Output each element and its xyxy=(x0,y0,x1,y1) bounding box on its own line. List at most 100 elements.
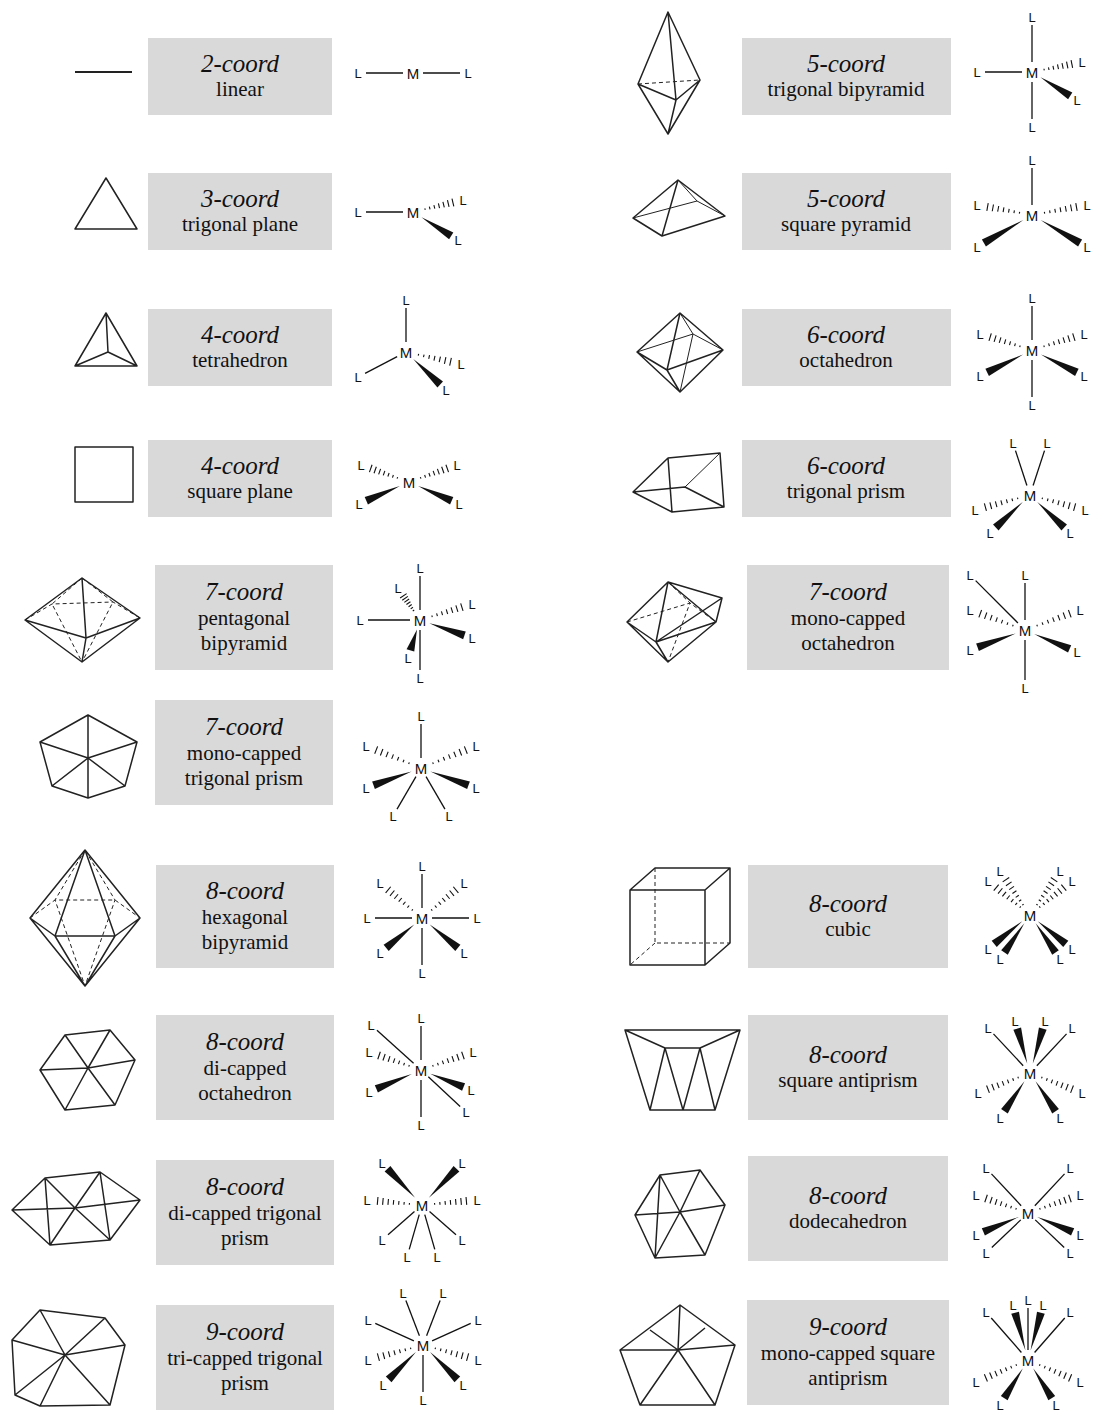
ligand-label: L xyxy=(367,1019,374,1032)
bond xyxy=(388,1212,414,1235)
metal-label: M xyxy=(416,911,429,926)
metal-label: M xyxy=(416,1198,429,1213)
wedge-bond xyxy=(982,220,1023,246)
wedge-bond xyxy=(418,486,453,504)
polyhedron xyxy=(637,313,723,392)
ligand-label: L xyxy=(1080,370,1087,383)
wedge-bond xyxy=(1013,1028,1027,1064)
bond xyxy=(432,917,469,918)
ligand-label: L xyxy=(971,504,978,517)
wedge-bond xyxy=(421,217,453,239)
hashed-bond xyxy=(984,1364,1016,1381)
ligand-label: L xyxy=(973,241,980,254)
bond xyxy=(1033,451,1044,486)
geometry-box: 6-coordtrigonal prism xyxy=(742,440,951,517)
geometry-name: mono-capped octahedron xyxy=(755,606,941,656)
polyhedron xyxy=(620,1305,735,1405)
wedge-bond xyxy=(429,623,465,639)
hashed-bond xyxy=(386,887,413,911)
geometry-box: 9-coordmono-capped square antiprism xyxy=(747,1300,949,1405)
bond xyxy=(421,928,422,965)
bond xyxy=(1031,25,1032,62)
bond xyxy=(992,1220,1021,1248)
ligand-label: L xyxy=(363,912,370,925)
ligand-label: L xyxy=(418,967,425,980)
polyhedron xyxy=(637,313,723,392)
ligand-label: L xyxy=(1021,569,1028,582)
coordination-number: 3-coord xyxy=(201,185,279,213)
ligand-label: L xyxy=(458,1234,465,1247)
hashed-bond xyxy=(979,610,1013,626)
coordination-number: 8-coord xyxy=(809,1182,887,1210)
wedge-bond xyxy=(976,633,1015,651)
geometry-box: 8-coordhexagonal bipyramid xyxy=(156,865,334,968)
ligand-label: L xyxy=(378,1234,385,1247)
polyhedron xyxy=(75,313,137,366)
wedge-bond xyxy=(1041,354,1079,376)
ligand-label: L xyxy=(399,1287,406,1300)
geometry-name: cubic xyxy=(825,917,870,942)
ligand-label: L xyxy=(462,1106,469,1119)
geometry-name: mono-capped trigonal prism xyxy=(163,741,325,791)
ligand-label: L xyxy=(472,740,479,753)
polyhedron xyxy=(25,578,140,662)
ligand-label: L xyxy=(356,614,363,627)
ligand-label: L xyxy=(966,644,973,657)
bond xyxy=(420,724,421,758)
geometry-box: 7-coordmono-capped octahedron xyxy=(747,565,949,670)
ligand-label: L xyxy=(472,782,479,795)
polyhedron xyxy=(12,1172,140,1245)
metal-label: M xyxy=(415,1063,428,1078)
wedge-bond xyxy=(375,1074,412,1093)
hashed-bond xyxy=(1037,610,1071,626)
wedge-bond xyxy=(1031,1312,1045,1351)
wedge-bond xyxy=(1033,1368,1055,1400)
ligand-label: L xyxy=(389,810,396,823)
bonds xyxy=(365,25,1082,1400)
polyhedron xyxy=(40,715,137,798)
hashed-bond xyxy=(987,1077,1019,1093)
metal-label: M xyxy=(1022,1206,1035,1221)
ligand-label: L xyxy=(454,234,461,247)
coordination-number: 2-coord xyxy=(201,50,279,78)
bond xyxy=(426,777,445,809)
coordination-number: 8-coord xyxy=(809,890,887,918)
hashed-bond xyxy=(433,746,468,764)
bond xyxy=(409,1215,419,1250)
ligand-label: L xyxy=(354,206,361,219)
ligand-label: L xyxy=(468,632,475,645)
bond xyxy=(985,71,1022,72)
geometry-name: trigonal prism xyxy=(787,479,905,504)
hashed-bond xyxy=(1044,333,1075,347)
ligand-label: L xyxy=(1083,199,1090,212)
wedge-bond xyxy=(365,486,400,504)
wedge-bond xyxy=(430,1074,465,1091)
hashed-bond xyxy=(435,1197,467,1205)
hashed-bond xyxy=(378,1052,410,1067)
metal-label: M xyxy=(415,761,428,776)
ligand-label: L xyxy=(976,328,983,341)
polyhedron xyxy=(633,180,725,218)
geometry-name: mono-capped square antiprism xyxy=(755,1341,941,1391)
ligand-label: L xyxy=(972,1376,979,1389)
geometry-box: 8-coorddodecahedron xyxy=(748,1156,948,1261)
ligand-label: L xyxy=(417,1119,424,1132)
bond xyxy=(422,1355,423,1392)
bond xyxy=(375,1323,414,1341)
bond xyxy=(1024,640,1025,680)
bond xyxy=(1031,360,1032,397)
ligand-label: L xyxy=(442,384,449,397)
metal-label: M xyxy=(1026,65,1039,80)
hashed-bond xyxy=(425,199,454,210)
ligand-label: L xyxy=(1041,1015,1048,1028)
wedge-bond xyxy=(985,354,1023,376)
geometry-name: pentagonal bipyramid xyxy=(163,606,325,656)
polyhedron xyxy=(633,180,725,236)
ligand-label: L xyxy=(996,1399,1003,1412)
coordination-number: 9-coord xyxy=(206,1318,284,1346)
bond xyxy=(1031,306,1032,340)
wedge-bond xyxy=(386,1352,416,1382)
ligand-label: L xyxy=(1056,865,1063,878)
geometry-name: tetrahedron xyxy=(192,348,288,373)
ligand-label: L xyxy=(966,569,973,582)
